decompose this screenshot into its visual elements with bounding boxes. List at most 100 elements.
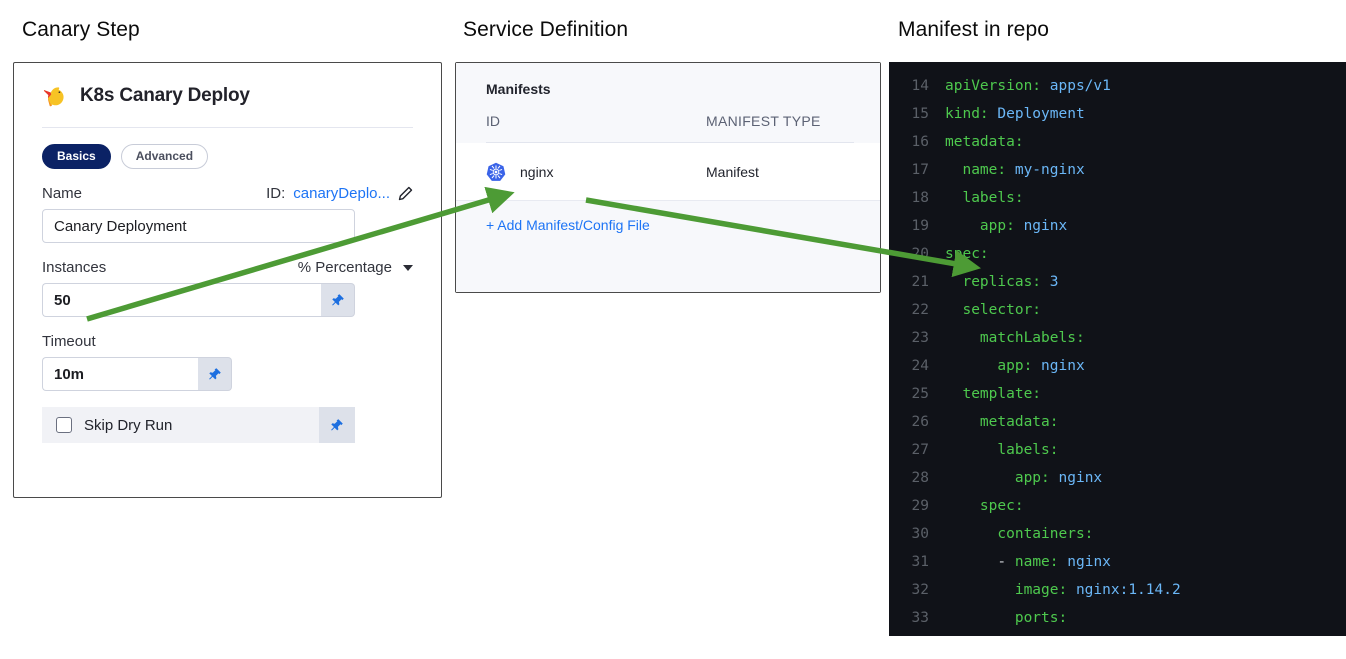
instances-input[interactable]: 50 [42, 283, 321, 317]
code-line: 22 selector: [889, 296, 1346, 324]
code-line: 33 ports: [889, 604, 1346, 632]
code-line-number: 15 [911, 106, 929, 122]
service-definition-card: Manifests ID MANIFEST TYPE nginx [455, 62, 881, 293]
kubernetes-icon [486, 162, 506, 181]
timeout-label-row: Timeout [42, 333, 413, 350]
manifest-id-cell: nginx [486, 162, 706, 182]
code-line-number: 25 [911, 386, 929, 402]
code-line-text: kind: Deployment [945, 106, 1085, 122]
code-line-number: 16 [911, 134, 929, 150]
step-title: K8s Canary Deploy [80, 85, 250, 106]
code-line-number: 30 [911, 526, 929, 542]
heading-canary-step: Canary Step [22, 18, 140, 41]
header-divider [42, 127, 413, 128]
code-line: 17 name: my-nginx [889, 156, 1346, 184]
skip-dry-run-row[interactable]: Skip Dry Run [42, 407, 355, 443]
code-line-text: spec: [945, 498, 1024, 514]
code-line-text: - containerPort: 80 [945, 632, 1181, 636]
tab-advanced[interactable]: Advanced [120, 144, 209, 169]
timeout-pin-button[interactable] [198, 357, 232, 391]
code-line: 15 kind: Deployment [889, 100, 1346, 128]
skip-dry-run-checkbox[interactable] [56, 417, 72, 433]
code-line: 27 labels: [889, 436, 1346, 464]
code-line-text: labels: [945, 442, 1059, 458]
column-header-id: ID [486, 113, 500, 129]
manifests-table-header: ID MANIFEST TYPE [486, 113, 854, 143]
add-manifest-link[interactable]: + Add Manifest/Config File [486, 217, 650, 233]
code-line-number: 21 [911, 274, 929, 290]
timeout-input[interactable]: 10m [42, 357, 198, 391]
pin-icon [208, 368, 221, 380]
code-line-number: 33 [911, 610, 929, 626]
instances-unit-dropdown[interactable]: % Percentage [298, 259, 413, 276]
name-label: Name [42, 185, 83, 202]
code-line: 21 replicas: 3 [889, 268, 1346, 296]
code-line-number: 28 [911, 470, 929, 486]
id-prefix: ID: [266, 185, 286, 202]
code-line-text: labels: [945, 190, 1024, 206]
code-line-text: - name: nginx [997, 554, 1111, 570]
code-line-text: replicas: 3 [945, 274, 1059, 290]
code-line: 31 - name: nginx [889, 548, 1346, 576]
id-value[interactable]: canaryDeplo... [293, 185, 390, 202]
tab-group: Basics Advanced [42, 144, 413, 169]
code-line-text: matchLabels: [945, 330, 1085, 346]
canary-bird-icon [43, 87, 64, 107]
code-line: 18 labels: [889, 184, 1346, 212]
code-line: 14 apiVersion: apps/v1 [889, 72, 1346, 100]
manifests-title: Manifests [486, 81, 551, 97]
code-line: 24 app: nginx [889, 352, 1346, 380]
code-line: 23 matchLabels: [889, 324, 1346, 352]
instances-pin-button[interactable] [321, 283, 355, 317]
step-id-block: ID: canaryDeplo... [266, 185, 413, 202]
code-line-number: 22 [911, 302, 929, 318]
skip-dry-run-pin-button[interactable] [319, 407, 355, 443]
heading-service-definition: Service Definition [463, 18, 629, 41]
code-line-text: app: nginx [945, 218, 1068, 234]
timeout-label: Timeout [42, 333, 96, 350]
code-line-number: 20 [911, 246, 929, 262]
code-line-text: image: nginx:1.14.2 [945, 582, 1181, 598]
code-line: 25 template: [889, 380, 1346, 408]
tab-basics[interactable]: Basics [42, 144, 111, 169]
code-line-number: 17 [911, 162, 929, 178]
code-line-text: template: [945, 386, 1042, 402]
code-line-number: 27 [911, 442, 929, 458]
code-line: 32 image: nginx:1.14.2 [889, 576, 1346, 604]
heading-manifest-in-repo: Manifest in repo [898, 18, 1050, 41]
code-line-number: 32 [911, 582, 929, 598]
instances-label: Instances [42, 259, 107, 276]
timeout-input-group: 10m [42, 357, 413, 391]
code-line-text: metadata: [945, 134, 1024, 150]
canary-step-card: K8s Canary Deploy Basics Advanced Name I… [13, 62, 442, 498]
pencil-icon[interactable] [398, 186, 413, 201]
table-row[interactable]: nginx Manifest [456, 143, 880, 201]
code-line: 29 spec: [889, 492, 1346, 520]
step-header: K8s Canary Deploy [42, 85, 413, 107]
code-line-text: app: nginx [945, 470, 1103, 486]
code-line-text: ports: [945, 610, 1068, 626]
code-line-number: 14 [911, 78, 929, 94]
code-line: 28 app: nginx [889, 464, 1346, 492]
chevron-down-icon [403, 264, 413, 271]
code-line-number: 34 [889, 632, 945, 636]
name-input[interactable]: Canary Deployment [42, 209, 355, 243]
pin-icon [331, 294, 344, 306]
name-label-row: Name ID: canaryDeplo... [42, 185, 413, 202]
code-line-number: 23 [911, 330, 929, 346]
code-line-number: 18 [911, 190, 929, 206]
code-line-text: containers: [945, 526, 1094, 542]
code-line-text: apiVersion: apps/v1 [945, 78, 1111, 94]
code-line-number: 29 [911, 498, 929, 514]
code-line: 19 app: nginx [889, 212, 1346, 240]
code-line: 16 metadata: [889, 128, 1346, 156]
pin-icon [331, 419, 343, 431]
code-line: 34 - containerPort: 80 [889, 632, 1346, 636]
instances-unit-value: % Percentage [297, 259, 392, 276]
code-line-number: 26 [911, 414, 929, 430]
code-line-text: selector: [945, 302, 1042, 318]
